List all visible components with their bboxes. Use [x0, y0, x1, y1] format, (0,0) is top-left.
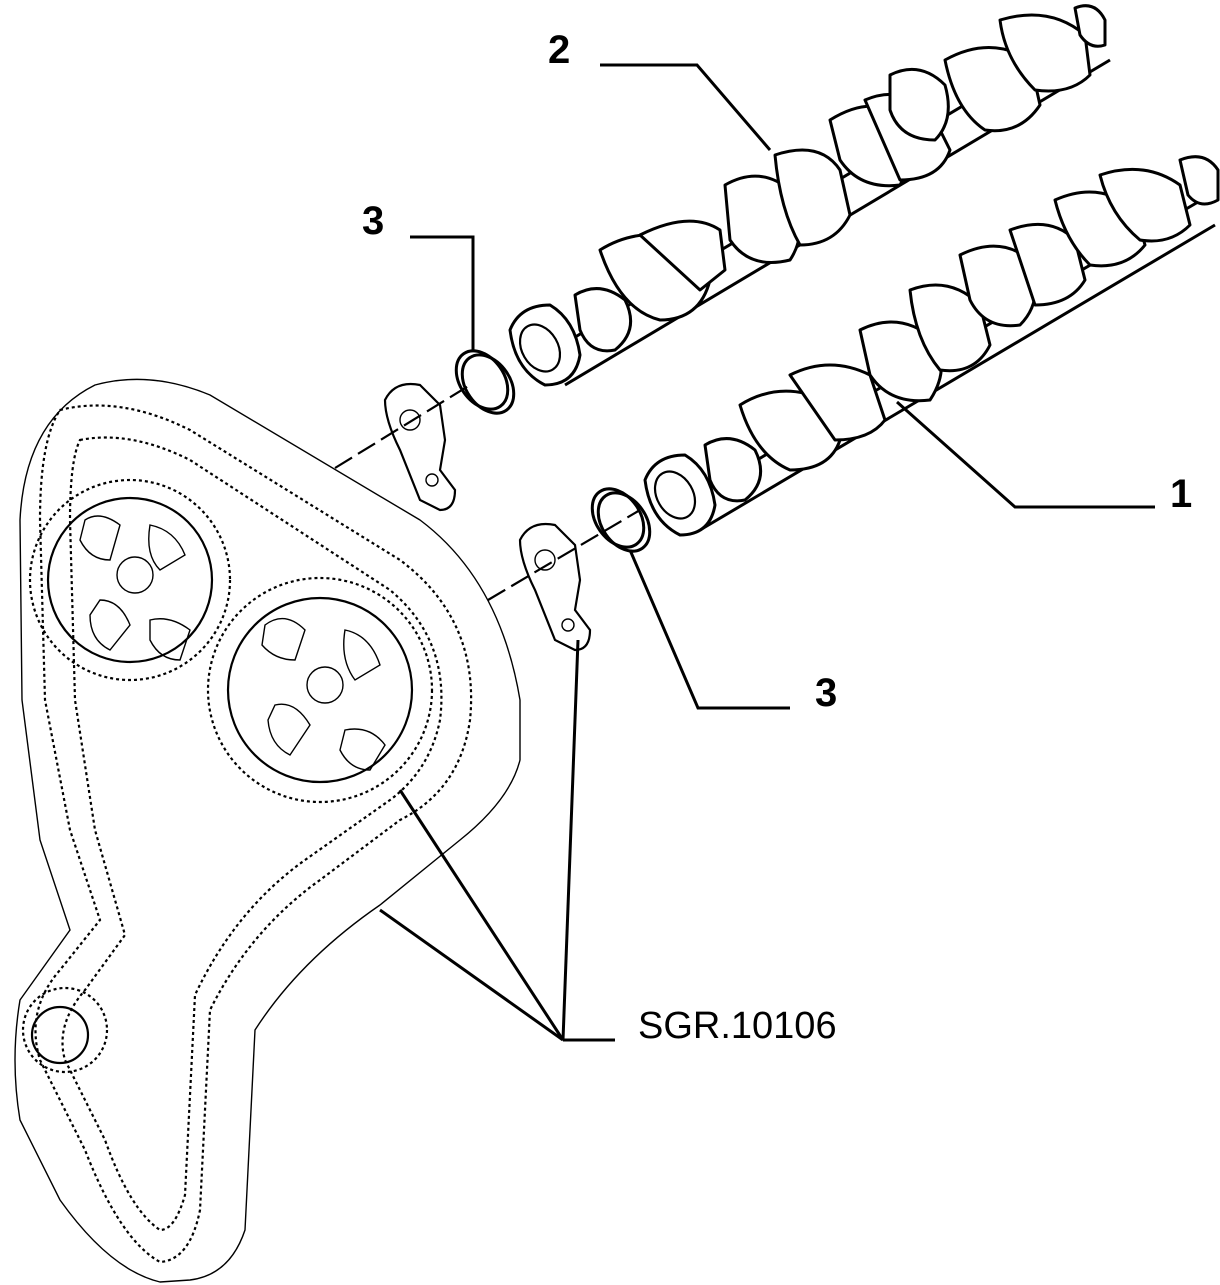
- callout-label-2: 2: [548, 28, 570, 72]
- camshaft-exhaust: [643, 155, 1220, 537]
- leader-lines-group-ref: [379, 639, 615, 1042]
- camshaft-intake: [508, 4, 1111, 387]
- callout-label-1: 1: [1170, 472, 1192, 516]
- camshaft-pulley-left: [28, 478, 232, 682]
- rear-plate-lower: [518, 522, 592, 652]
- timing-belt-inner: [61, 436, 443, 1232]
- seal-ring-lower: [590, 487, 652, 553]
- camshaft-pulley-right: [206, 576, 434, 804]
- leader-line-callout-3-lower: [628, 549, 790, 710]
- timing-belt-assembly: [14, 378, 521, 1283]
- axis-line-lower: [487, 509, 641, 601]
- leader-line-callout-2: [600, 63, 772, 151]
- group-reference-label: SGR.10106: [638, 1005, 837, 1047]
- leader-line-callout-1: [896, 400, 1155, 509]
- rear-plate-upper: [383, 382, 457, 512]
- callout-label-3-upper: 3: [362, 199, 384, 243]
- crank-sprocket: [21, 986, 109, 1074]
- leader-line-callout-3-upper: [410, 235, 475, 350]
- seal-ring-upper: [454, 349, 516, 415]
- callout-label-3-lower: 3: [815, 671, 837, 715]
- timing-belt-outer: [34, 404, 473, 1264]
- timing-cover-outline: [14, 378, 521, 1283]
